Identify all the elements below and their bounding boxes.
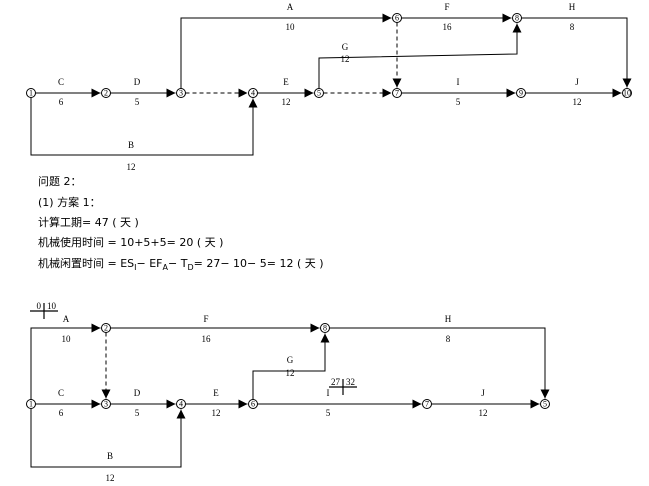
net1-node-4: [248, 88, 258, 98]
net1-duration-a: 10: [286, 22, 296, 32]
net2-node-5: [540, 399, 550, 409]
net1-label-h: H: [569, 2, 576, 12]
machine-idle-time: 机械闲置时间 = ESI− EFA− TD= 27− 10− 5= 12 ( 天…: [38, 257, 324, 273]
net1-node-label-2: 2: [104, 89, 108, 98]
net2-duration-i: 5: [326, 408, 331, 418]
calculated-period: 计算工期= 47 ( 天 ): [38, 216, 139, 229]
net1-node-label-3: 3: [179, 89, 183, 98]
net2-label-i: I: [327, 388, 330, 398]
net2-node-7: [422, 399, 432, 409]
net2-node-label-6: 6: [251, 400, 255, 409]
net2-label-a: A: [63, 314, 70, 324]
net2-node-label-3: 3: [104, 400, 108, 409]
net1-duration-f: 16: [443, 22, 453, 32]
machine-use-time: 机械使用时间 = 10+5+5= 20 ( 天 ): [38, 236, 224, 249]
question-2-title: 问题 2：: [38, 175, 82, 188]
net2-time-mark-right-a: 10: [47, 301, 57, 311]
net1-node-3: [176, 88, 186, 98]
plan-1-label: (1) 方案 1：: [38, 196, 101, 209]
net1-node-label-8: 8: [515, 14, 519, 23]
net2-node-4: [176, 399, 186, 409]
net2-edge-b: [30, 408, 186, 468]
net1-node-1: [26, 88, 36, 98]
net2-node-label-2: 2: [104, 324, 108, 333]
net1-duration-b: 12: [127, 162, 136, 172]
net1-node-label-6: 6: [395, 14, 399, 23]
net2-duration-e: 12: [212, 408, 221, 418]
net2-duration-b: 12: [106, 473, 115, 483]
net1-node-5: [314, 88, 324, 98]
net2-duration-f: 16: [202, 334, 212, 344]
net1-duration-i: 5: [456, 97, 461, 107]
net2-node-3: [101, 399, 111, 409]
net2-time-mark-left-a: 0: [37, 301, 42, 311]
net2-node-label-8: 8: [323, 324, 327, 333]
net2-duration-a: 10: [62, 334, 72, 344]
net2-label-h: H: [445, 314, 452, 324]
net2-duration-g: 12: [286, 368, 295, 378]
net1-node-7: [392, 88, 402, 98]
net2-label-d: D: [134, 388, 141, 398]
net1-node-6: [392, 13, 402, 23]
net1-duration-j: 12: [573, 97, 582, 107]
net1-label-c: C: [58, 77, 64, 87]
net1-node-label-7: 7: [395, 89, 399, 98]
net1-duration-g: 12: [341, 54, 350, 64]
net2-duration-c: 6: [59, 408, 64, 418]
net1-node-9: [516, 88, 526, 98]
net1-label-g: G: [342, 42, 349, 52]
net1-duration-e: 12: [282, 97, 291, 107]
net1-node-8: [512, 13, 522, 23]
net1-node-2: [101, 88, 111, 98]
net2-node-1: [26, 399, 36, 409]
net2-time-mark-left-i: 27: [331, 377, 341, 387]
net1-node-label-1: 1: [29, 89, 33, 98]
net2-edge-g: [252, 333, 330, 400]
net2-node-label-1: 1: [29, 400, 33, 409]
net2-duration-d: 5: [135, 408, 140, 418]
net1-node-label-4: 4: [251, 89, 255, 98]
net2-node-label-4: 4: [179, 400, 183, 409]
net2-label-c: C: [58, 388, 64, 398]
net2-node-label-5: 5: [543, 400, 547, 409]
net1-edge-b: [30, 97, 258, 156]
net2-label-b: B: [107, 451, 113, 461]
net1-label-e: E: [283, 77, 289, 87]
net1-label-d: D: [134, 77, 141, 87]
net1-node-label-9: 9: [519, 89, 523, 98]
net1-node-label-10: 10: [623, 89, 631, 98]
net1-edge-h: [521, 17, 632, 88]
net2-edge-a: [30, 323, 101, 400]
net2-duration-h: 8: [446, 334, 451, 344]
net1-label-f: F: [444, 2, 449, 12]
net2-label-f: F: [203, 314, 208, 324]
net2-label-e: E: [213, 388, 219, 398]
net1-edge-g: [318, 23, 522, 89]
net1-label-a: A: [287, 2, 294, 12]
net2-edge-h: [329, 327, 550, 399]
net1-label-j: J: [575, 77, 579, 87]
net2-duration-j: 12: [479, 408, 488, 418]
net2-time-mark-right-i: 32: [346, 377, 355, 387]
net2-node-2: [101, 323, 111, 333]
net2-label-j: J: [481, 388, 485, 398]
net1-node-label-5: 5: [317, 89, 321, 98]
net2-node-8: [320, 323, 330, 333]
net1-duration-h: 8: [570, 22, 575, 32]
net2-node-6: [248, 399, 258, 409]
net1-label-b: B: [128, 140, 134, 150]
net1-edge-a: [180, 13, 392, 89]
net2-label-g: G: [287, 355, 294, 365]
net1-label-i: I: [457, 77, 460, 87]
net1-duration-d: 5: [135, 97, 140, 107]
net1-node-10: [622, 88, 632, 98]
net2-node-label-7: 7: [425, 400, 429, 409]
net1-duration-c: 6: [59, 97, 64, 107]
